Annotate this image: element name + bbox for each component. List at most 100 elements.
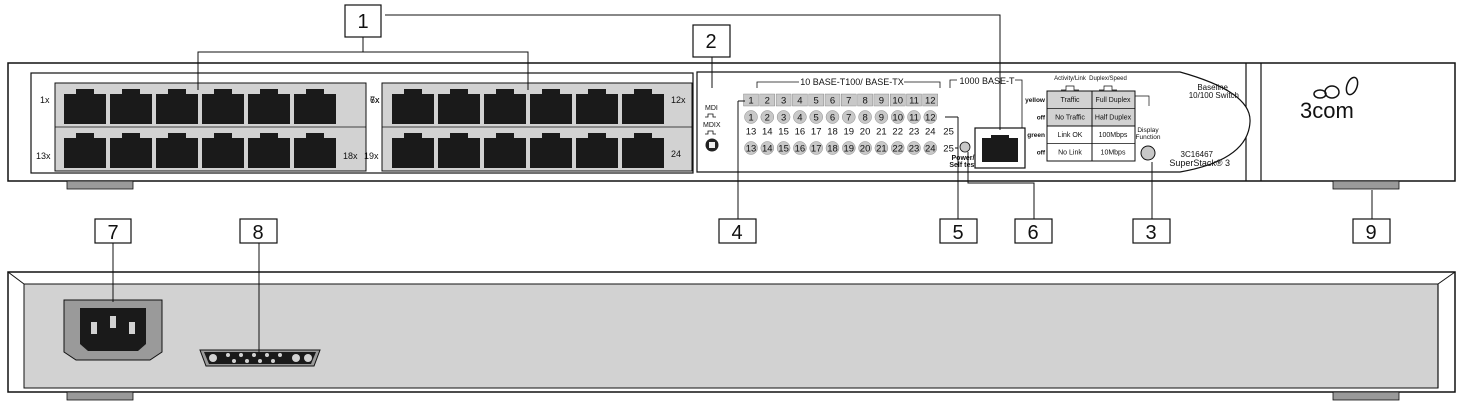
- callout-3: 3: [1145, 222, 1156, 244]
- rj45-port-19[interactable]: [392, 133, 434, 168]
- row3-label-23: 23: [909, 127, 920, 138]
- led-header-1000: 1000 BASE-T: [959, 76, 1015, 86]
- mdi-label: MDI: [705, 105, 718, 112]
- row1-led-10: [890, 93, 906, 107]
- row3-label-19: 19: [844, 127, 855, 138]
- row1-label-3: 3: [781, 96, 786, 107]
- row4-label-20: 20: [860, 144, 871, 155]
- row1-label-9: 9: [879, 96, 884, 107]
- callout-4: 4: [731, 222, 742, 244]
- row2-led-8: [858, 110, 872, 124]
- row1-label-2: 2: [765, 96, 770, 107]
- status-activity-3: No Link: [1058, 150, 1082, 157]
- rj45-port-13[interactable]: [64, 133, 106, 168]
- rj45-port-9[interactable]: [484, 89, 526, 124]
- rj45-port-18[interactable]: [294, 133, 336, 168]
- callout-leaders: [112, 14, 1373, 354]
- row4-label-16: 16: [795, 144, 806, 155]
- row3-label-15: 15: [778, 127, 789, 138]
- status-state-3: off: [1037, 150, 1046, 157]
- row4-label-25: 25: [943, 144, 954, 155]
- brand-baseline: Baseline: [1197, 83, 1228, 92]
- rj45-port-21[interactable]: [484, 133, 526, 168]
- row4-led-21: [874, 141, 889, 155]
- rj45-port-24[interactable]: [622, 133, 664, 168]
- rj45-port-1[interactable]: [64, 89, 106, 124]
- gig-header-bracket: [949, 79, 1023, 140]
- port-label-12x: 12x: [671, 95, 686, 105]
- callout-2: 2: [705, 31, 716, 53]
- rps-pin-bottom-3: [271, 359, 275, 363]
- callout-box-5: [939, 218, 978, 244]
- status-duplex-1: Half Duplex: [1095, 115, 1132, 122]
- front-foot-right: [1332, 180, 1400, 190]
- rj45-port-23[interactable]: [576, 133, 618, 168]
- rj45-port-6[interactable]: [294, 89, 336, 124]
- row2-label-1: 1: [748, 113, 753, 124]
- row2-led-7: [842, 110, 856, 124]
- rj45-port-20[interactable]: [438, 133, 480, 168]
- row1-label-6: 6: [830, 96, 835, 107]
- callout-box-6: [1014, 218, 1053, 244]
- row4-label-21: 21: [876, 144, 887, 155]
- row2-label-5: 5: [814, 113, 819, 124]
- row1-led-4: [792, 93, 808, 107]
- row4-led-13: [744, 141, 758, 155]
- rj45-port-2[interactable]: [110, 89, 152, 124]
- rj45-port-14[interactable]: [110, 133, 152, 168]
- callout-box-3: [1132, 218, 1171, 244]
- rj45-port-11[interactable]: [576, 89, 618, 124]
- table-col2-header: Duplex/Speed: [1089, 76, 1127, 82]
- row4-led-20: [858, 141, 872, 155]
- port-label-1x: 1x: [40, 95, 50, 105]
- rj45-port-4[interactable]: [202, 89, 244, 124]
- mdix-label: MDIX: [703, 122, 721, 129]
- row1-led-6: [824, 93, 841, 107]
- rps-pin-top-3: [265, 353, 269, 357]
- mdi-symbol-icon: [705, 113, 716, 118]
- row2-label-6: 6: [830, 113, 835, 124]
- led-header-10-100: 10 BASE-T100/ BASE-TX: [800, 77, 904, 87]
- rj45-port-17[interactable]: [248, 133, 290, 168]
- row1-label-7: 7: [846, 96, 851, 107]
- rear-foot-right: [1332, 391, 1400, 401]
- rj45-port-8[interactable]: [438, 89, 480, 124]
- rj45-port-22[interactable]: [530, 133, 572, 168]
- row2-led-5: [809, 110, 823, 124]
- callout-box-4: [718, 218, 757, 244]
- status-activity-1: No Traffic: [1055, 115, 1085, 122]
- display-function-button[interactable]: [1140, 145, 1156, 161]
- rps-pin-bottom-2: [258, 359, 262, 363]
- row1-led-1: [743, 93, 759, 107]
- rj45-port-5[interactable]: [248, 89, 290, 124]
- callout-1: 1: [357, 11, 368, 33]
- row2-led-11: [907, 110, 921, 124]
- row3-label-25: 25: [943, 127, 954, 138]
- row1-led-11: [906, 93, 922, 107]
- row4-label-13: 13: [746, 144, 757, 155]
- model-number: 3C16467: [1181, 150, 1214, 159]
- callout-8: 8: [252, 222, 263, 244]
- mdix-symbol-icon: [705, 130, 716, 135]
- row2-label-9: 9: [879, 113, 884, 124]
- display-function-leader: [1135, 95, 1150, 106]
- rj45-port-7[interactable]: [392, 89, 434, 124]
- power-inlet: [63, 299, 163, 361]
- rear-chassis: [7, 271, 1456, 393]
- status-duplex-0: Full Duplex: [1095, 97, 1131, 104]
- rj45-port-10[interactable]: [530, 89, 572, 124]
- gigabit-port: [974, 127, 1026, 169]
- status-activity-0: Traffic: [1060, 97, 1080, 104]
- rj45-port-15[interactable]: [156, 133, 198, 168]
- front-foot-left: [66, 180, 134, 190]
- row4-led-19: [842, 141, 856, 155]
- row1-label-4: 4: [797, 96, 802, 107]
- series-name: SuperStack® 3: [1169, 158, 1230, 168]
- rj45-port-3[interactable]: [156, 89, 198, 124]
- row1-led-5: [808, 93, 824, 107]
- rj45-port-12[interactable]: [622, 89, 664, 124]
- port-label-6x: 6x: [370, 95, 380, 105]
- mdi-mdix-switch-slot: [709, 142, 715, 148]
- rj45-port-16[interactable]: [202, 133, 244, 168]
- row2-label-8: 8: [862, 113, 867, 124]
